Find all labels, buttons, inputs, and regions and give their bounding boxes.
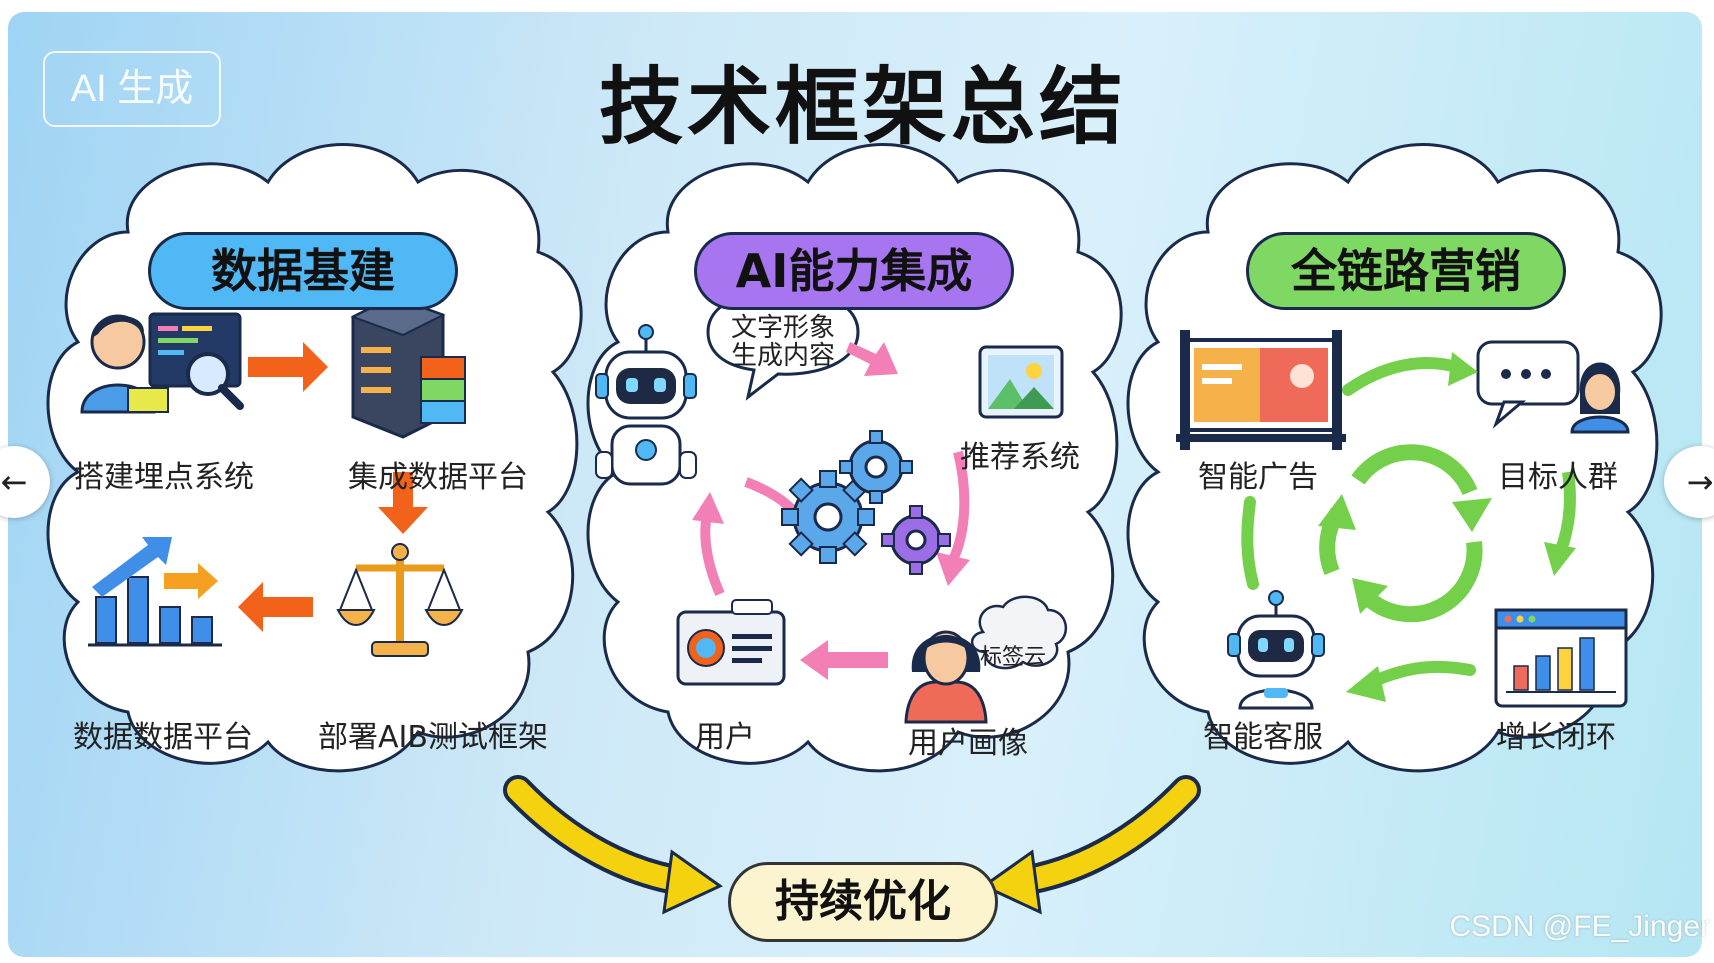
label-integrate-platform: 集成数据平台 — [348, 460, 528, 495]
section-heading-data: 数据基建 — [148, 232, 458, 310]
label-tracking-system: 搭建埋点系统 — [74, 460, 254, 495]
section-heading-marketing: 全链路营销 — [1246, 232, 1566, 310]
arrow-bubble-to-image — [846, 342, 898, 376]
page-title: 技术框架总结 — [598, 58, 1127, 156]
bubble-text-line1: 文字形象 — [730, 313, 836, 343]
tag-cloud-shape — [970, 595, 1068, 670]
user-card-icon — [676, 599, 786, 686]
gears-icon — [781, 430, 951, 575]
arrow-left-1 — [238, 582, 313, 632]
arrow-down-1 — [378, 472, 428, 534]
label-growth-loop: 增长闭环 — [1496, 720, 1616, 755]
label-data-platform: 数据数据平台 — [73, 720, 253, 755]
billboard-icon — [1176, 330, 1346, 450]
watermark: CSDN @FE_Jinger — [1449, 910, 1710, 943]
label-target-audience: 目标人群 — [1498, 460, 1618, 495]
arrow-ad-to-target — [1342, 352, 1478, 396]
arrow-to-result-left — [503, 775, 723, 915]
arrow-right-1 — [248, 342, 328, 392]
arrow-service-to-ad — [1241, 496, 1259, 590]
server-icon — [350, 295, 466, 439]
arrow-target-to-growth — [1544, 471, 1576, 576]
user-avatar-icon — [904, 630, 988, 724]
ai-generated-badge: AI 生成 — [43, 51, 221, 127]
tag-cloud-label: 标签云 — [979, 645, 1047, 670]
dashboard-icon — [1494, 608, 1628, 708]
continuous-optimization: 持续优化 — [728, 862, 998, 942]
label-recommend-system: 推荐系统 — [960, 440, 1080, 475]
robot-icon — [595, 324, 697, 486]
label-smart-ads: 智能广告 — [1198, 460, 1318, 495]
label-user: 用户 — [695, 720, 755, 755]
developer-icon — [80, 312, 244, 414]
arrow-persona-to-user — [800, 640, 888, 680]
next-arrow-button[interactable]: → — [1664, 446, 1714, 518]
image-icon — [978, 345, 1064, 419]
diagram-panel: AI 生成 技术框架总结 数据基建 AI能力集成 全链路营销 搭建埋点系统 集成… — [8, 12, 1702, 957]
scale-icon — [336, 543, 464, 657]
arrow-image-to-persona — [936, 450, 970, 586]
growth-chart-icon — [88, 537, 222, 647]
arrow-growth-to-service — [1346, 660, 1476, 702]
service-robot-icon — [1227, 590, 1325, 710]
section-heading-ai: AI能力集成 — [694, 232, 1014, 310]
arrow-to-result-right — [981, 775, 1201, 915]
bubble-text-line2: 生成内容 — [730, 341, 836, 371]
cycle-arrowheads — [1318, 494, 1492, 614]
arrow-user-to-robot — [692, 492, 725, 597]
label-user-persona: 用户画像 — [908, 726, 1028, 761]
label-smart-service: 智能客服 — [1203, 720, 1323, 755]
label-ab-test-framework: 部署AIB测试框架 — [318, 720, 548, 755]
chat-user-icon — [1476, 340, 1630, 434]
